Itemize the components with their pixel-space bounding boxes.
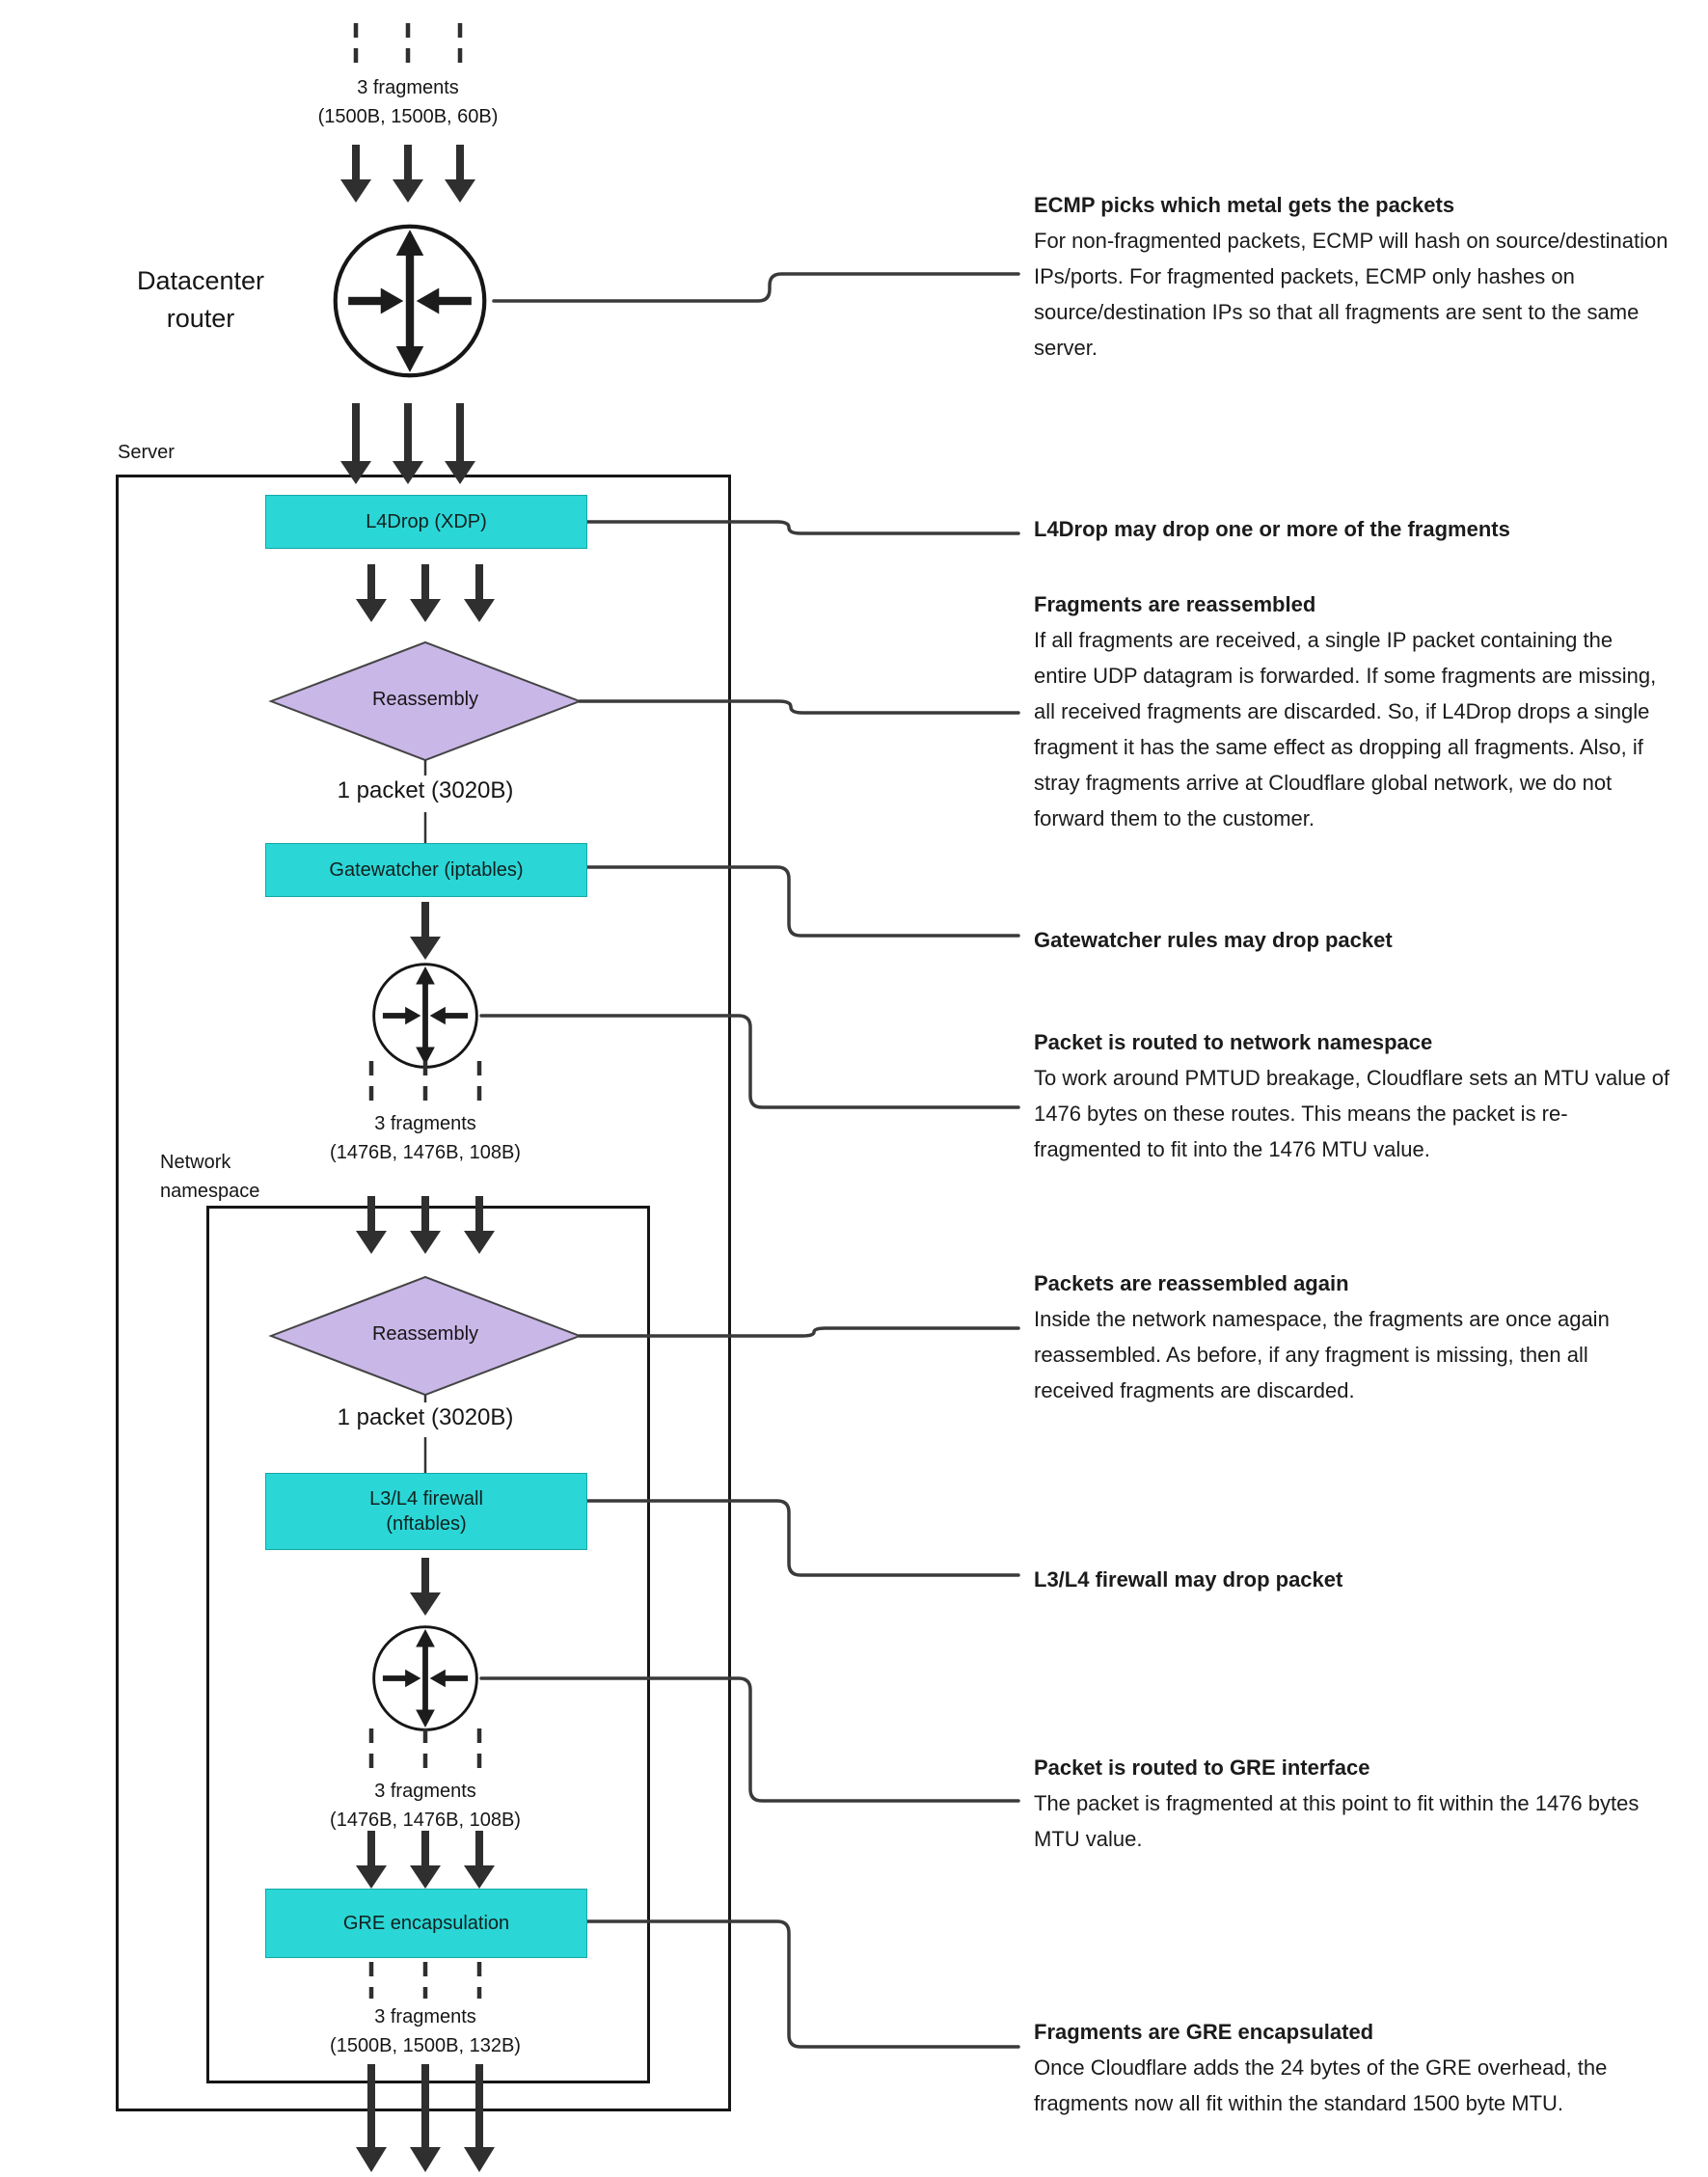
gatewatcher-node-label: Gatewatcher (iptables) <box>329 859 524 881</box>
down-arrows-into-server <box>340 403 475 484</box>
annotation-reassembled: Fragments are reassembled If all fragmen… <box>1034 592 1657 830</box>
firewall-node-sublabel: (nftables) <box>386 1513 467 1535</box>
firewall-node-label: L3/L4 firewall <box>369 1488 483 1510</box>
fragment-dashes-top <box>353 23 463 64</box>
annotation-l4drop: L4Drop may drop one or more of the fragm… <box>1034 517 1510 541</box>
firewall-node: L3/L4 firewall (nftables) <box>265 1473 587 1550</box>
annotation-gatewatcher: Gatewatcher rules may drop packet <box>1034 928 1393 952</box>
fragments-3-label: 3 fragments (1476B, 1476B, 108B) <box>330 1781 521 1831</box>
annotation-gre-encapsulated: Fragments are GRE encapsulated Once Clou… <box>1034 2020 1608 2115</box>
server-label: Server <box>118 442 175 463</box>
annotation-reassembled-again: Packets are reassembled again Inside the… <box>1034 1271 1610 1402</box>
annotation-routed-namespace: Packet is routed to network namespace To… <box>1034 1030 1670 1161</box>
annotation-firewall: L3/L4 firewall may drop packet <box>1034 1567 1343 1592</box>
gatewatcher-node: Gatewatcher (iptables) <box>265 843 587 897</box>
packet-2-label: 1 packet (3020B) <box>337 1404 514 1430</box>
fragments-2-label: 3 fragments (1476B, 1476B, 108B) <box>330 1113 521 1163</box>
l4drop-node: L4Drop (XDP) <box>265 495 587 549</box>
annotation-ecmp: ECMP picks which metal gets the packets … <box>1034 193 1668 360</box>
top-fragments-label: 3 fragments (1500B, 1500B, 60B) <box>317 77 499 127</box>
network-namespace-label: Network namespace <box>160 1152 260 1202</box>
gre-node-label: GRE encapsulation <box>342 1913 510 1934</box>
fragments-4-label: 3 fragments (1500B, 1500B, 132B) <box>330 2006 521 2056</box>
reassembly-2-label: Reassembly <box>371 1323 479 1345</box>
gre-node: GRE encapsulation <box>265 1889 587 1958</box>
l4drop-node-label: L4Drop (XDP) <box>366 511 487 532</box>
datacenter-router-label: Datacenter router <box>136 266 265 333</box>
packet-1-label: 1 packet (3020B) <box>337 777 514 803</box>
down-arrows-into-router <box>340 145 475 203</box>
datacenter-router-icon <box>336 227 485 376</box>
reassembly-1-label: Reassembly <box>371 689 479 710</box>
annotation-routed-gre: Packet is routed to GRE interface The pa… <box>1034 1755 1640 1851</box>
